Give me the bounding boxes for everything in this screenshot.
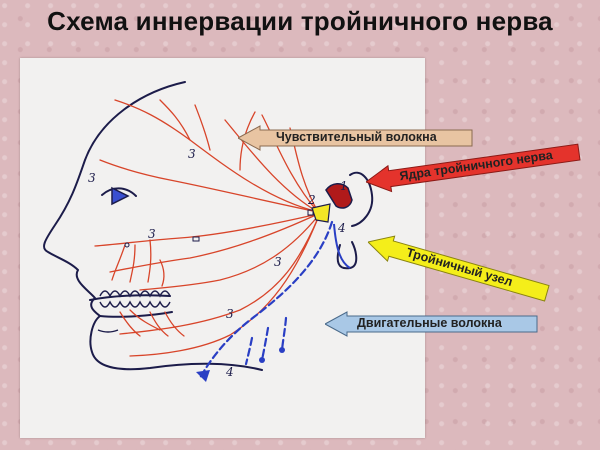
sensory-fibers-label: Чувствительный волокна [276, 130, 437, 144]
motor-root [333, 223, 351, 269]
number-3-forehead: 3 [88, 171, 96, 185]
nerve-nodes [124, 209, 314, 248]
motor-fibers-arrow: Двигательные волокна [325, 311, 540, 337]
eye-drawing [111, 186, 130, 206]
number-3-upper: 3 [188, 147, 196, 161]
number-4-ending: 4 [225, 365, 234, 379]
trigeminal-nucleus [325, 183, 353, 209]
slide-title: Схема иннервации тройничного нерва [47, 6, 553, 36]
ganglion-arrow: Тройничный узел [364, 229, 554, 308]
sensory-fibers-arrow: Чувствительный волокна [238, 125, 476, 151]
number-3-jaw: 3 [226, 307, 234, 321]
number-3-lower: 3 [274, 255, 282, 269]
motor-fibers [198, 220, 334, 380]
teeth-drawing [97, 290, 171, 333]
number-2: 2 [307, 193, 316, 207]
trigeminal-ganglion [311, 203, 331, 223]
diagram-numbers: 1 2 3 3 3 3 3 4 4 [88, 147, 348, 379]
motor-fibers-label: Двигательные волокна [357, 316, 502, 330]
number-1: 1 [340, 179, 348, 193]
drawing-paper [20, 58, 425, 438]
number-4-root: 4 [337, 221, 346, 235]
motor-endings [196, 347, 285, 382]
nuclei-arrow: Ядра тройничного нерва [364, 138, 584, 196]
number-3-middle: 3 [148, 227, 156, 241]
